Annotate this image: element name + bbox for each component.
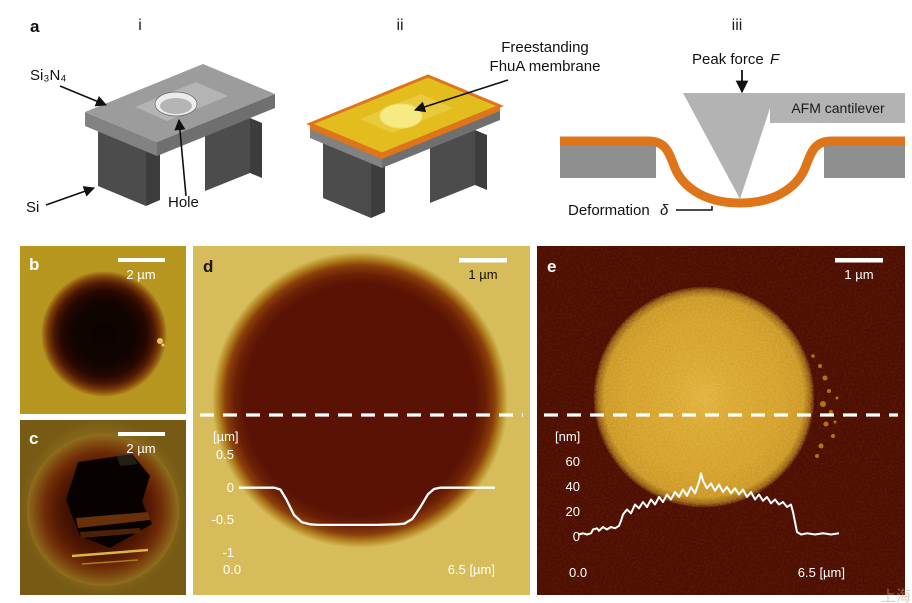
x-tick-min: 0.0 — [223, 562, 241, 577]
scheme-i-chip: i Si₃N₄ Si Hole — [26, 17, 275, 216]
scale-bar — [835, 258, 883, 263]
peak-force-label: Peak force — [692, 51, 764, 68]
bright-particle — [157, 338, 163, 344]
x-tick-max: 6.5 [µm] — [448, 562, 495, 577]
y-tick: -1 — [222, 545, 234, 560]
collapsed-membrane-dark-circle — [212, 252, 508, 548]
scheme-ii-coated-chip: ii Freestanding FhuA membrane — [306, 17, 601, 218]
scale-bar-label: 1 µm — [844, 267, 873, 282]
scheme-i-numeral: i — [138, 17, 142, 34]
y-tick: 20 — [566, 504, 580, 519]
scheme-iii-afm-indentation: iii Peak force F AFM cantilever Deformat… — [560, 17, 905, 219]
x-tick-max: 6.5 [µm] — [798, 565, 845, 580]
peak-force-symbol: F — [770, 51, 780, 68]
height-profile-line — [239, 486, 495, 527]
y-axis-unit-label: [µm] — [213, 429, 239, 444]
deformation-label: Deformation — [568, 202, 650, 219]
height-profile-inset-e: [nm] 60 40 20 0 0.0 6.5 [µm] — [555, 429, 845, 580]
scale-bar-label: 2 µm — [126, 441, 155, 456]
membrane-speckle-texture — [594, 287, 814, 507]
scheme-iii-numeral: iii — [732, 17, 743, 34]
si3n4-arrow — [59, 85, 108, 107]
y-tick: 0 — [227, 480, 234, 495]
height-profile-inset-d: [µm] 0.5 0 -0.5 -1 0.0 6.5 [µm] — [212, 429, 495, 577]
panel-c-afm-image: 2 µm c — [20, 420, 186, 595]
membrane-fold-highlight — [116, 454, 138, 466]
y-tick: 0.5 — [216, 447, 234, 462]
substrate-right — [824, 145, 905, 178]
si-label: Si — [26, 199, 39, 216]
deformed-membrane — [560, 136, 905, 208]
si-leg-right-side — [475, 130, 487, 190]
open-hole-dark-circle — [41, 271, 167, 397]
membrane-tear-streak — [76, 512, 150, 528]
si-leg-left-side — [371, 157, 385, 218]
hole-label: Hole — [168, 194, 199, 211]
afm-tip — [683, 93, 775, 199]
scale-bar-label: 2 µm — [126, 267, 155, 282]
membrane-tear-streak-2 — [80, 528, 141, 538]
substrate-left — [560, 145, 656, 178]
panel-c-label: c — [29, 429, 38, 448]
panel-e-afm-image: [nm] 60 40 20 0 0.0 6.5 [µm] 1 µm e — [537, 246, 905, 595]
si3n4-label: Si₃N₄ — [30, 67, 66, 84]
panel-a-label: a — [30, 17, 40, 36]
freestanding-membrane-oval — [379, 103, 423, 129]
scale-bar — [118, 432, 165, 436]
chip-front-left-face — [85, 112, 157, 156]
y-tick: 60 — [566, 454, 580, 469]
panel-e-label: e — [547, 257, 556, 276]
si-leg-right-side — [250, 118, 262, 178]
panel-b-label: b — [29, 255, 39, 274]
bright-particle-small — [161, 343, 165, 347]
si-leg-left — [98, 131, 146, 206]
si-leg-left — [323, 143, 371, 218]
scale-bar — [459, 258, 507, 263]
height-profile-line — [578, 472, 840, 536]
chip-front-right-face — [157, 94, 275, 156]
scale-bar-label: 1 µm — [468, 267, 497, 282]
afm-cantilever-label: AFM cantilever — [791, 100, 885, 116]
scale-bar — [118, 258, 165, 262]
si-leg-right — [430, 130, 475, 203]
si-leg-left-side — [146, 145, 160, 206]
fold-line-faint — [81, 559, 139, 565]
panel-d-afm-image: [µm] 0.5 0 -0.5 -1 0.0 6.5 [µm] 1 µm d — [193, 246, 530, 595]
x-tick-min: 0.0 — [569, 565, 587, 580]
panel-b-afm-image: 2 µm b — [20, 246, 186, 414]
si-leg-right — [205, 118, 250, 191]
hole-depth-shading — [160, 98, 192, 114]
bright-fold-line — [71, 548, 149, 558]
scheme-ii-numeral: ii — [396, 17, 403, 34]
panel-d-label: d — [203, 257, 213, 276]
membrane-label-line2: FhuA membrane — [490, 58, 601, 75]
watermark-text: 上海 — [880, 588, 911, 603]
y-tick: 0 — [573, 529, 580, 544]
afm-cantilever-beam — [770, 93, 905, 123]
deformation-connector — [676, 206, 713, 211]
ragged-edge-speckles — [811, 354, 839, 458]
si-arrow — [45, 186, 96, 206]
y-tick: -0.5 — [212, 512, 234, 527]
membrane-arrow — [413, 79, 509, 113]
deformation-symbol: δ — [660, 202, 669, 219]
membrane-label-line1: Freestanding — [501, 39, 589, 56]
y-tick: 40 — [566, 479, 580, 494]
panel-a-schematics: a i Si₃N₄ Si Hole ii — [26, 17, 905, 219]
y-axis-unit-label: [nm] — [555, 429, 580, 444]
hole-arrow — [174, 118, 187, 197]
